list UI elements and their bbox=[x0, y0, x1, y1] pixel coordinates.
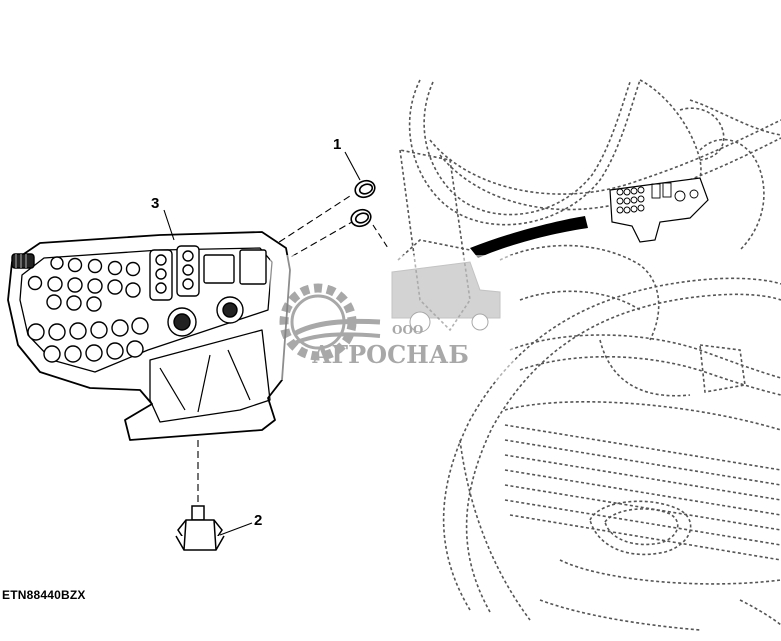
watermark-brand: АГРОСНАБ bbox=[312, 340, 469, 369]
socket-array bbox=[27, 256, 149, 363]
callout-leaders bbox=[163, 151, 361, 536]
round-connectors bbox=[167, 296, 244, 337]
watermark-prefix: ООО bbox=[392, 323, 423, 337]
gear-logo-icon bbox=[279, 283, 381, 361]
tractor-context-view bbox=[397, 79, 781, 631]
harvester-logo-icon bbox=[391, 261, 501, 333]
callout-3: 3 bbox=[151, 195, 159, 212]
mounted-panel-thumbnail bbox=[609, 177, 709, 243]
callout-2: 2 bbox=[254, 512, 262, 529]
hex-fastener bbox=[175, 505, 225, 551]
relay-blocks bbox=[149, 245, 267, 301]
retaining-knob bbox=[11, 253, 35, 269]
location-pointer-arrow bbox=[470, 216, 588, 258]
figure-code: ETN88440BZX bbox=[2, 588, 86, 602]
o-ring-seals bbox=[350, 179, 376, 228]
callout-1: 1 bbox=[333, 136, 341, 153]
watermark: ООО АГРОСНАБ bbox=[270, 255, 515, 380]
